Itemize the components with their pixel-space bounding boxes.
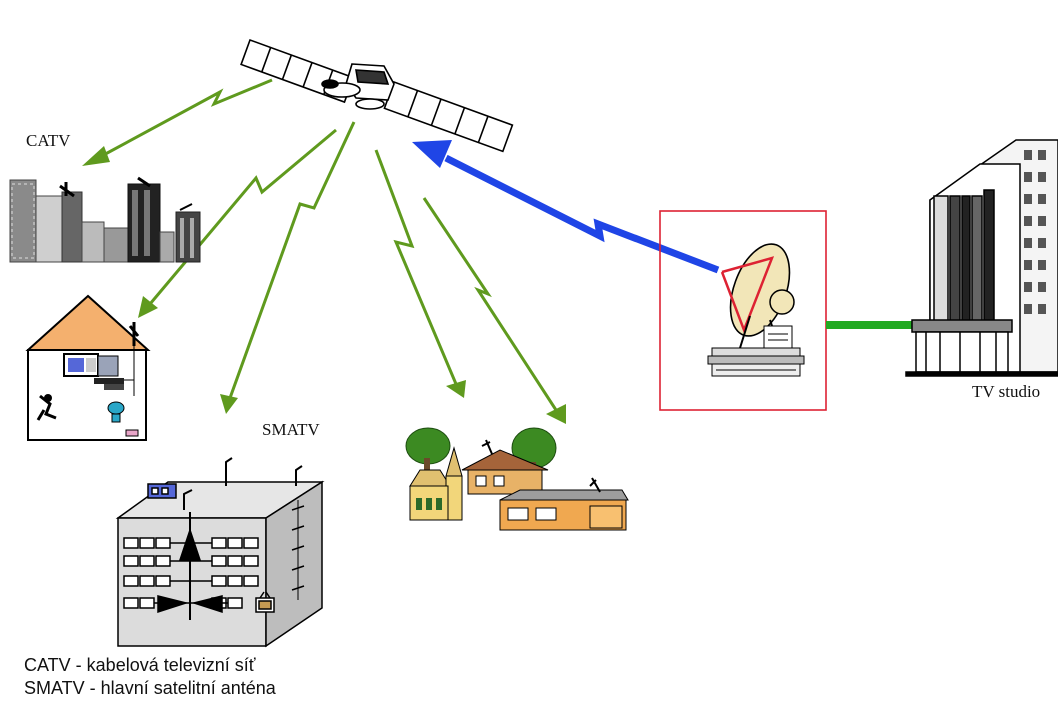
village-icon [405,427,629,531]
downlink-arrowhead-house [138,296,158,318]
legend-line-catv: CATV - kabelová televizní síť [24,655,256,675]
satellite-icon [240,38,514,153]
downlink-arrow-village-left [374,149,458,385]
home-dish-icon [25,294,151,441]
downlink-arrowhead-smatv [220,394,238,414]
legend-line-smatv: SMATV - hlavní satelitní anténa [24,678,276,698]
downlink-arrows [82,78,566,424]
uplink-arrow [412,140,720,274]
downlink-arrow-catv [97,78,273,160]
smatv-building-icon [115,457,325,648]
legend: CATV - kabelová televizní síť SMATV - hl… [24,654,276,700]
downlink-arrow-house [148,128,337,305]
uplink-dish-icon [659,210,827,411]
downlink-arrow-smatv [228,121,356,399]
catv-label: CATV [26,131,71,150]
downlink-arrow-village-right [422,197,558,411]
smatv-label: SMATV [262,420,320,439]
tv-studio-building-icon [905,139,1058,377]
tv-studio-label: TV studio [972,382,1041,401]
downlink-arrowhead-village-left [446,380,466,398]
downlink-arrowhead-catv [82,146,110,166]
catv-city-icon [9,176,201,263]
downlink-arrowhead-village-right [546,404,566,424]
